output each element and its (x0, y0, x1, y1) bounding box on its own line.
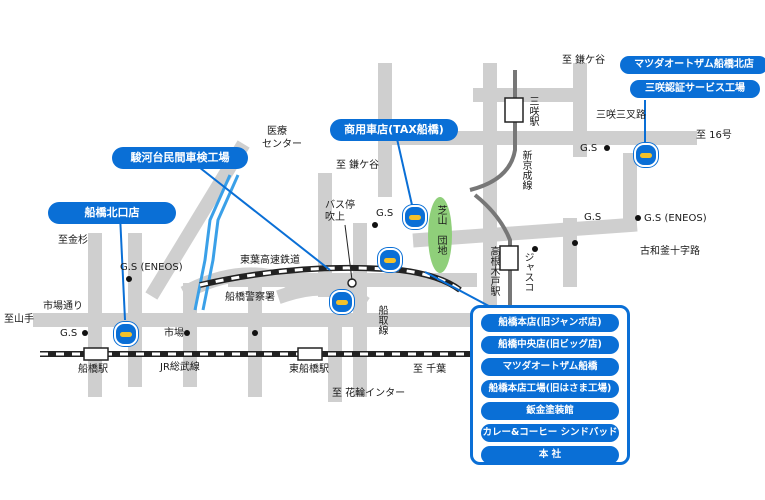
label-bus-stop-2: 吹上 (325, 212, 345, 223)
legend-item: マツダオートザム船橋 (481, 358, 619, 376)
legend-item: 鈑金塗装館 (481, 402, 619, 420)
label-to-chiba: 至 千葉 (413, 364, 447, 375)
callout-kita-store: 船橋北口店 (48, 202, 176, 224)
label-funabashi-sta: 船橋駅 (78, 364, 108, 375)
label-gs-eneos-left: G.S (ENEOS) (120, 262, 183, 273)
callout-pointers (119, 100, 646, 321)
label-bus-stop-1: バス停 (325, 200, 355, 211)
label-gs-eneos-right: G.S (ENEOS) (644, 213, 707, 224)
label-higashi-funabashi-sta: 東船橋駅 (289, 364, 329, 375)
shop-logo-icon (114, 322, 138, 346)
legend-item: カレー&コーヒー シンドバッド (481, 424, 619, 442)
legend-item: 船橋中央店(旧ビッグ店) (481, 336, 619, 354)
legend-item: 本 社 (481, 446, 619, 464)
bus-stop-pointer (344, 224, 353, 281)
label-to-16: 至 16号 (696, 130, 732, 141)
gs-dot (532, 246, 538, 252)
gs-dot (604, 145, 610, 151)
gs-dot (372, 222, 378, 228)
label-shibayama-2: 団地 (435, 235, 446, 255)
label-gs-2: G.S (376, 208, 394, 219)
jr-sobu-line (40, 347, 470, 361)
label-ichiba: 市場 (164, 328, 184, 339)
label-to-hanawa: 至 花輪インター (332, 388, 406, 399)
label-shinkeisei: 新京成線 (520, 150, 531, 190)
gs-dot (126, 276, 132, 282)
label-takanekido-sta: 高根木戸駅 (488, 246, 499, 296)
road-h-kogane (412, 217, 638, 248)
shibayama-park (428, 197, 452, 273)
label-kogane-junction: 古和釜十字路 (640, 246, 700, 257)
label-shibayama-1: 芝山 (435, 205, 446, 225)
road-curve-right (276, 281, 370, 310)
label-sanzaki-sta: 三咲駅 (527, 96, 538, 126)
label-medical-2: センター (262, 139, 302, 150)
callout-sanzaki-cert: 三咲認証サービス工場 (630, 80, 760, 98)
label-to-kamagaya-top: 至 鎌ケ谷 (562, 55, 606, 66)
gs-dot (82, 330, 88, 336)
label-funabashi-line: 船取線 (376, 305, 387, 335)
callout-suruga: 駿河台民間車検工場 (112, 147, 248, 169)
label-sanzaki-junction: 三咲三叉路 (596, 110, 646, 121)
shop-logo-icon (634, 143, 658, 167)
label-to-yamate: 至山手 (4, 314, 34, 325)
label-police: 船橋警察署 (225, 292, 275, 303)
shinkeisei-line (469, 70, 524, 320)
callout-mazda-north: マツダオートザム船橋北店 (620, 56, 765, 74)
label-to-kanesugi: 至金杉 (58, 235, 88, 246)
label-toyo-railway: 東葉高速鉄道 (240, 255, 300, 266)
gs-dot (572, 240, 578, 246)
gs-dot (635, 215, 641, 221)
shop-logo-icon (330, 290, 354, 314)
label-jusco: ジャスコ (522, 252, 533, 292)
label-to-kamagaya-mid: 至 鎌ケ谷 (336, 160, 380, 171)
shop-logo-icon (378, 248, 402, 272)
label-gs-4: G.S (584, 212, 602, 223)
bus-stop-marker (347, 278, 357, 288)
label-gs-3: G.S (580, 143, 598, 154)
legend-item: 船橋本店工場(旧はさま工場) (481, 380, 619, 398)
road-diag-medical (145, 140, 250, 300)
shop-legend: 船橋本店(旧ジャンボ店) 船橋中央店(旧ビッグ店) マツダオートザム船橋 船橋本… (470, 305, 630, 465)
callout-shoyo: 商用車店(TAX船橋) (330, 119, 458, 141)
gs-dot (252, 330, 258, 336)
label-medical-1: 医療 (267, 126, 287, 137)
label-gs-1: G.S (60, 328, 78, 339)
label-jr-sobu: JR総武線 (160, 362, 200, 373)
legend-item: 船橋本店(旧ジャンボ店) (481, 314, 619, 332)
shop-logo-icon (403, 205, 427, 229)
gs-dot (184, 330, 190, 336)
label-ichiba-dori: 市場通り (43, 301, 83, 312)
